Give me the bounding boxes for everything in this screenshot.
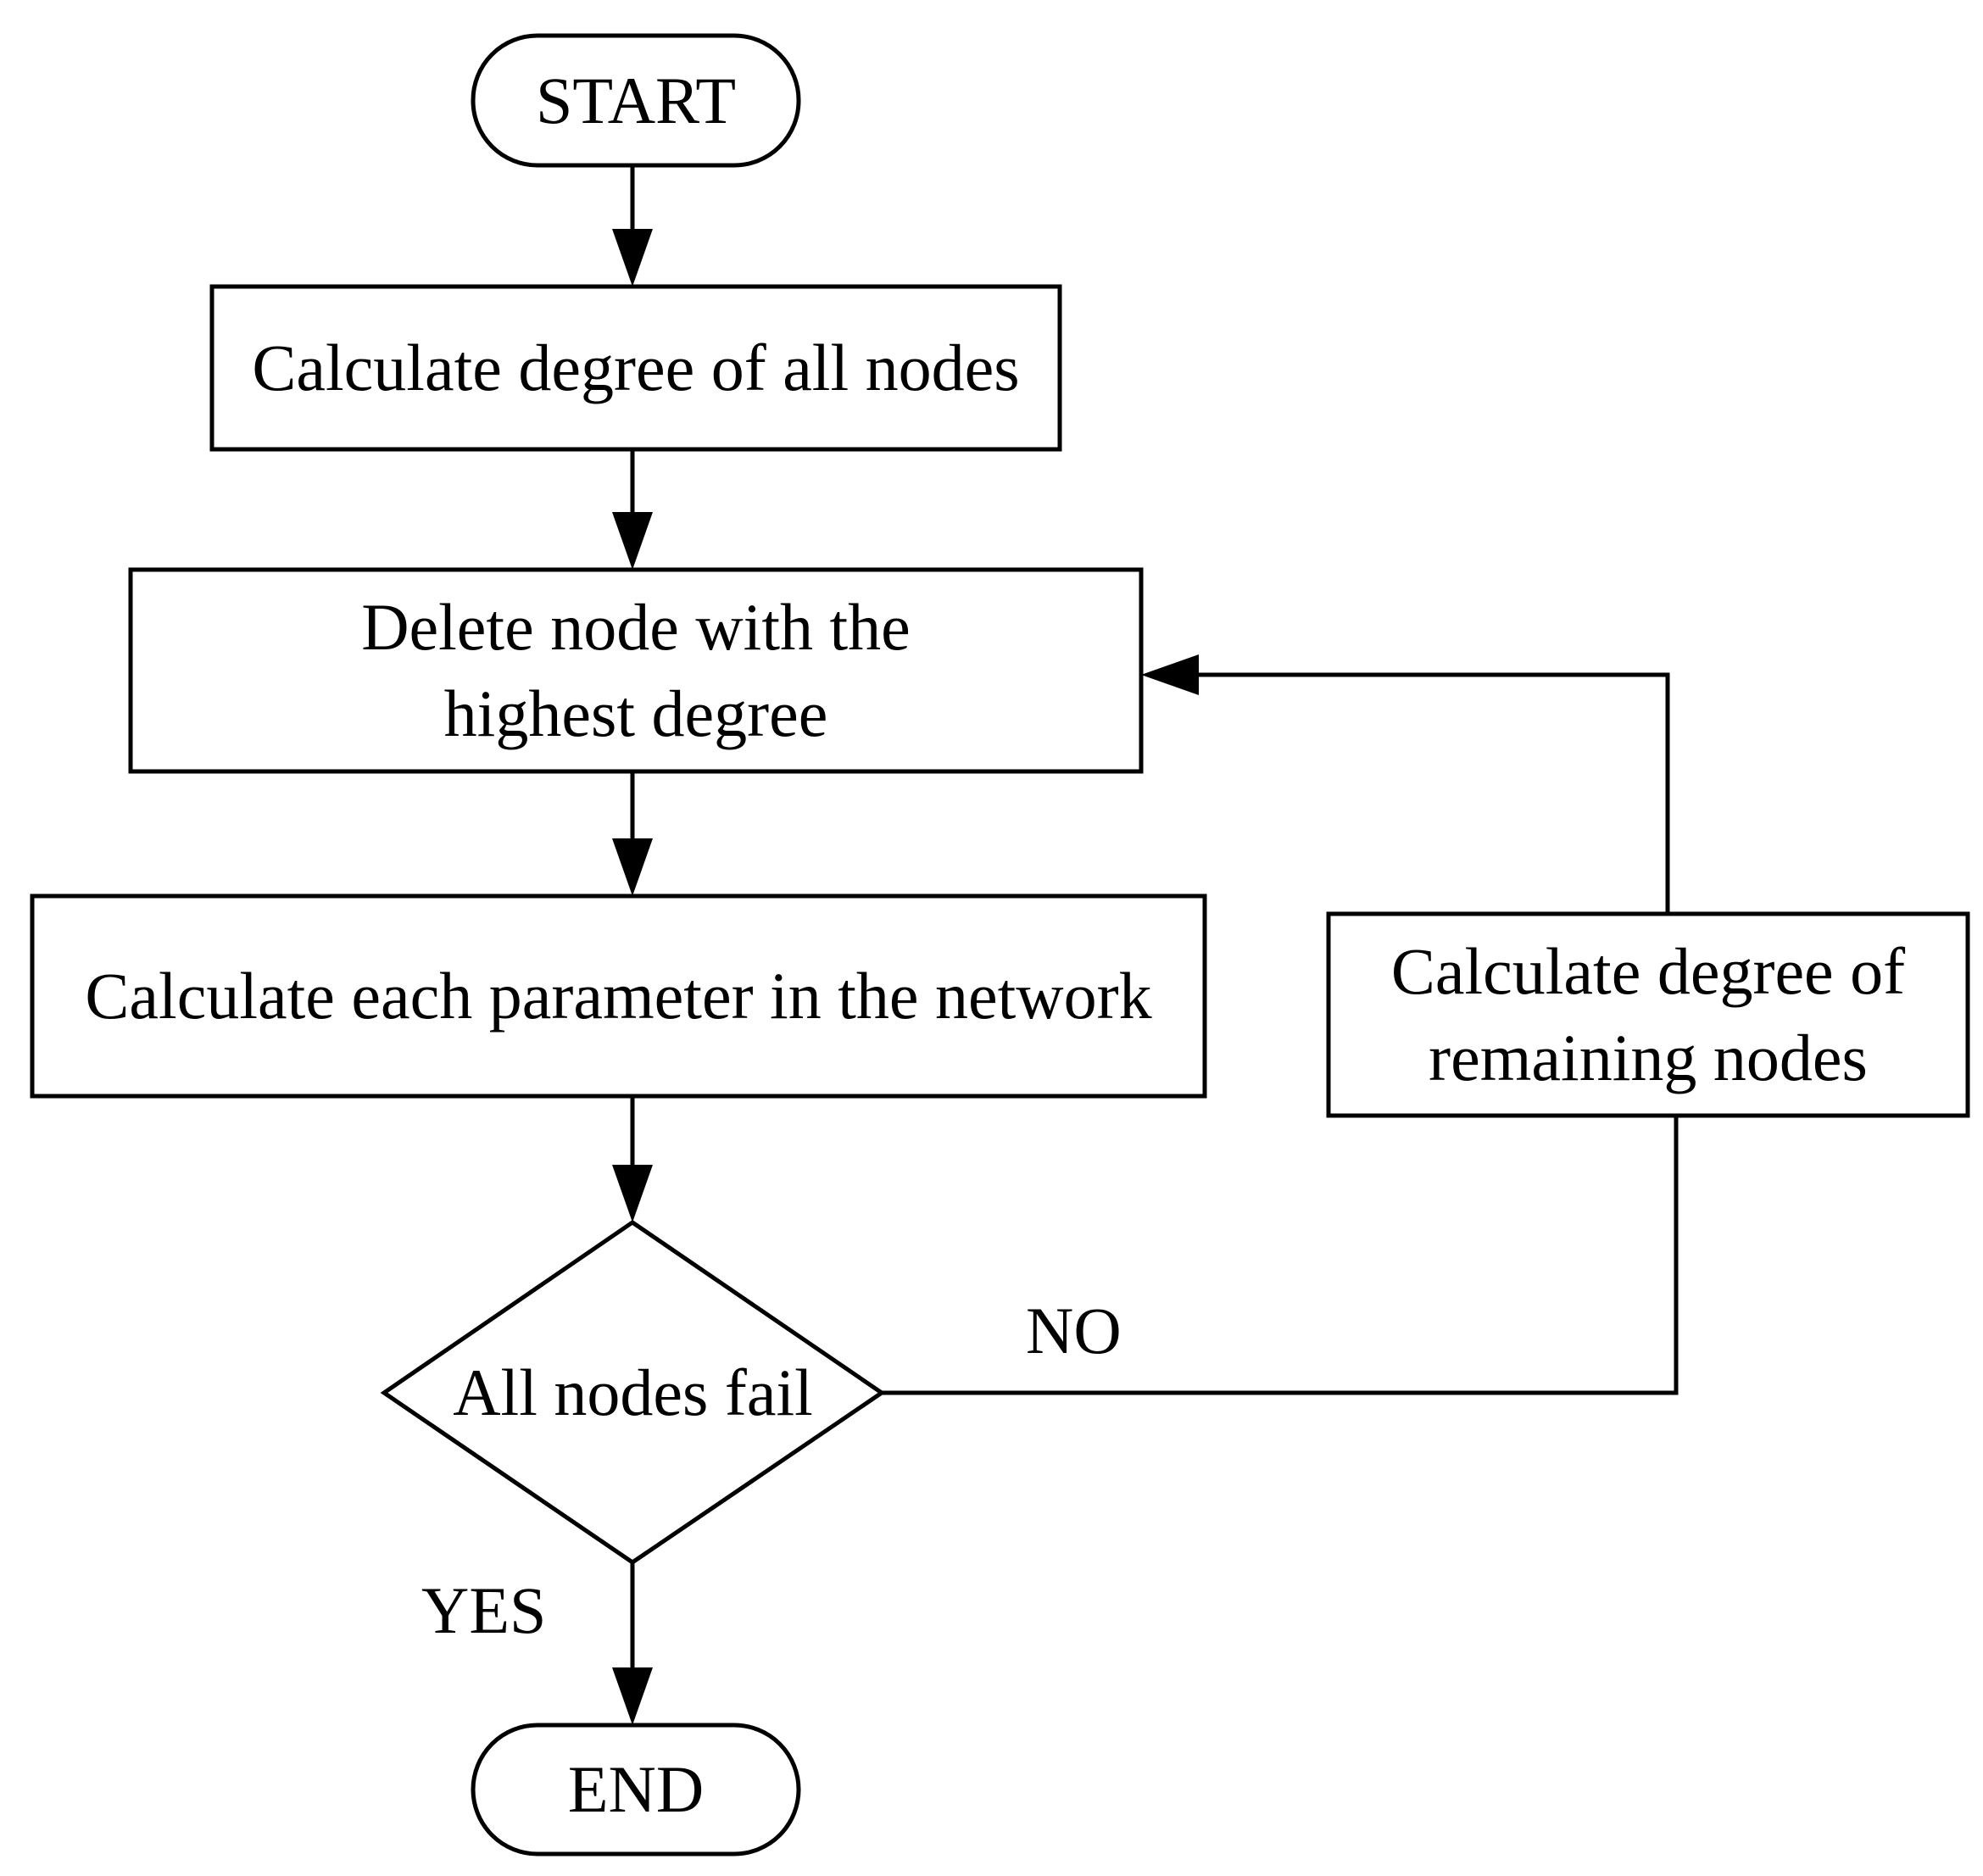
calc-remaining-box — [1326, 911, 1970, 1118]
decision-label: All nodes fail — [384, 1308, 882, 1478]
edge-decision-no-to-calc-remaining — [882, 1116, 1679, 1395]
calc-all-label: Calculate degree of all nodes — [212, 287, 1060, 449]
calc-remaining-line-2: remaining nodes — [1429, 1021, 1868, 1094]
yes-edge-label: YES — [421, 1573, 547, 1647]
delete-node-line-2: highest degree — [443, 676, 828, 750]
arrow-calc-all-to-delete — [612, 512, 653, 570]
end-text: END — [567, 1752, 705, 1826]
delete-node-label: Delete node with the highest degree — [131, 570, 1141, 771]
end-terminal — [471, 1723, 801, 1857]
end-label: END — [473, 1725, 799, 1854]
delete-node-line-1: Delete node with the — [361, 590, 911, 664]
calc-params-label: Calculate each parameter in the network — [32, 896, 1205, 1096]
start-label: START — [473, 36, 799, 165]
arrow-delete-to-calc-params — [612, 838, 653, 896]
calc-remaining-line-1: Calculate degree of — [1390, 934, 1906, 1008]
no-edge-label: NO — [1026, 1294, 1122, 1367]
start-text: START — [535, 63, 737, 137]
arrow-decision-to-end — [612, 1667, 653, 1725]
calc-params-text: Calculate each parameter in the network — [85, 959, 1152, 1033]
arrow-calc-remaining-to-delete — [1141, 654, 1199, 695]
edge-calc-remaining-to-delete — [1182, 672, 1670, 914]
calc-params-box — [30, 893, 1207, 1099]
calc-all-box — [209, 284, 1062, 452]
delete-node-box — [128, 567, 1144, 774]
arrow-calc-params-to-decision — [612, 1165, 653, 1222]
arrow-start-to-calc-all — [612, 229, 653, 287]
decision-text: All nodes fail — [453, 1356, 813, 1429]
calc-all-text: Calculate degree of all nodes — [252, 331, 1020, 404]
start-terminal — [471, 33, 801, 168]
calc-remaining-label: Calculate degree of remaining nodes — [1328, 914, 1968, 1116]
